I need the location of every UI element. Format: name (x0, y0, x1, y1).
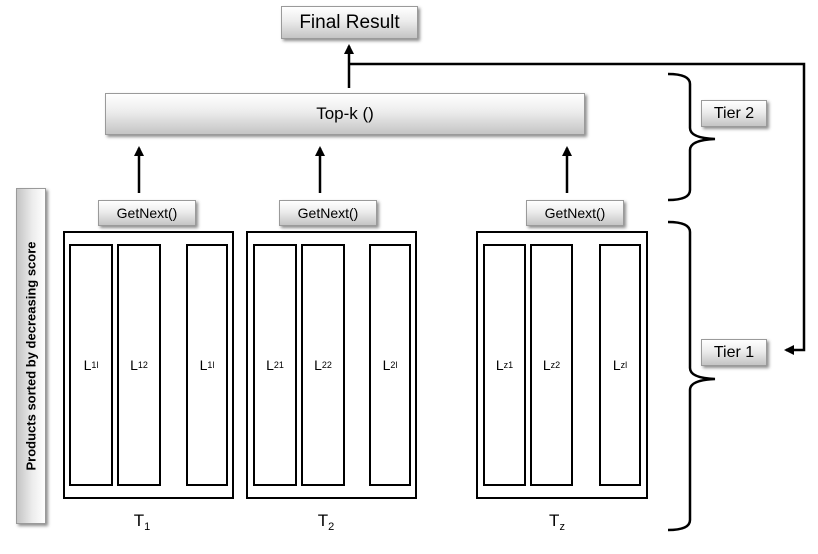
topk-box: Top-k () (105, 93, 585, 135)
arrow-feedback-to-tier1 (349, 62, 806, 355)
tier1-label: Tier 1 (701, 339, 767, 366)
getnext-box-2: GetNext() (279, 200, 377, 226)
getnext-box-1: GetNext() (98, 200, 196, 226)
tier2-brace (667, 72, 716, 202)
side-label-text: Products sorted by decreasing score (23, 241, 39, 471)
getnext-box-3: GetNext() (526, 200, 624, 226)
tier2-label: Tier 2 (701, 100, 767, 127)
group-tz-label: Tz (549, 511, 565, 533)
tier1-brace (667, 220, 716, 532)
final-result-box: Final Result (281, 6, 418, 39)
group-t2-label: T2 (317, 511, 335, 533)
side-label-box: Products sorted by decreasing score (16, 188, 46, 524)
group-t1-label: T1 (133, 511, 151, 533)
